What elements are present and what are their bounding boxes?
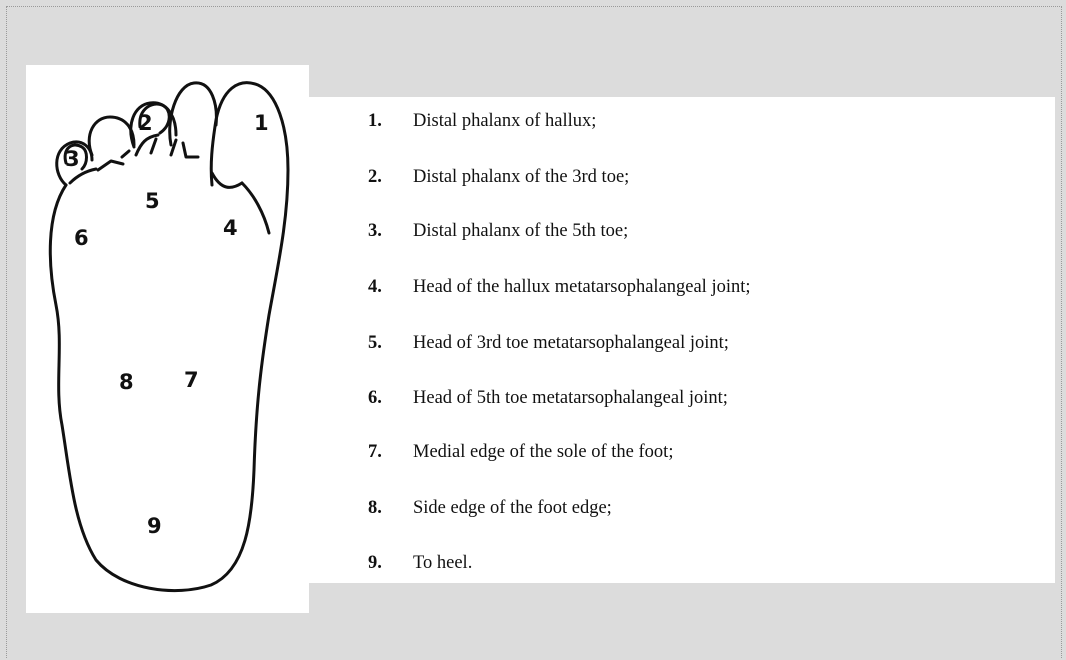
foot-label-7: 7 [184, 368, 199, 392]
legend-number: 9. [368, 553, 382, 574]
foot-label-9: 9 [147, 514, 162, 538]
legend-item: 3. Distal phalanx of the 5th toe; [309, 221, 1049, 247]
legend-text: Medial edge of the sole of the foot; [413, 442, 673, 463]
legend-number: 6. [368, 388, 382, 409]
legend-number: 7. [368, 442, 382, 463]
legend-text: Head of 3rd toe metatarsophalangeal join… [413, 333, 729, 354]
legend-text: Side edge of the foot edge; [413, 498, 612, 519]
legend-panel: 1. Distal phalanx of hallux; 2. Distal p… [309, 97, 1055, 583]
legend-item: 6. Head of 5th toe metatarsophalangeal j… [309, 388, 1049, 414]
legend-number: 4. [368, 277, 382, 298]
toe-4-outline [89, 117, 134, 155]
foot-label-1: 1 [254, 111, 269, 135]
foot-outline-figure: 1 2 3 4 5 6 7 8 9 [26, 65, 309, 613]
ball-line [242, 183, 269, 233]
legend-item: 5. Head of 3rd toe metatarsophalangeal j… [309, 333, 1049, 359]
foot-label-5: 5 [145, 189, 160, 213]
legend-text: Distal phalanx of the 3rd toe; [413, 167, 629, 188]
toe-5-crease [70, 169, 96, 183]
legend-number: 5. [368, 333, 382, 354]
foot-diagram-panel: 1 2 3 4 5 6 7 8 9 [26, 65, 309, 613]
legend-number: 1. [368, 111, 382, 132]
foot-label-3: 3 [65, 147, 80, 171]
foot-label-6: 6 [74, 226, 89, 250]
legend-text: Distal phalanx of hallux; [413, 111, 596, 132]
legend-item: 2. Distal phalanx of the 3rd toe; [309, 167, 1049, 193]
legend-item: 7. Medial edge of the sole of the foot; [309, 442, 1049, 468]
hallux-crease [212, 173, 242, 187]
legend-text: Head of the hallux metatarsophalangeal j… [413, 277, 751, 298]
toe-2-crease [171, 140, 198, 157]
legend-item: 9. To heel. [309, 553, 1049, 579]
legend-number: 2. [368, 167, 382, 188]
toe-3-crease [136, 135, 158, 155]
legend-item: 4. Head of the hallux metatarsophalangea… [309, 277, 1049, 303]
legend-text: To heel. [413, 553, 472, 574]
foot-label-2: 2 [138, 111, 153, 135]
legend-item: 1. Distal phalanx of hallux; [309, 111, 1049, 137]
legend-text: Head of 5th toe metatarsophalangeal join… [413, 388, 728, 409]
legend-item: 8. Side edge of the foot edge; [309, 498, 1049, 524]
legend-number: 8. [368, 498, 382, 519]
toe-4-crease [98, 151, 129, 170]
foot-label-8: 8 [119, 370, 134, 394]
foot-label-4: 4 [223, 216, 238, 240]
legend-number: 3. [368, 221, 382, 242]
legend-text: Distal phalanx of the 5th toe; [413, 221, 628, 242]
